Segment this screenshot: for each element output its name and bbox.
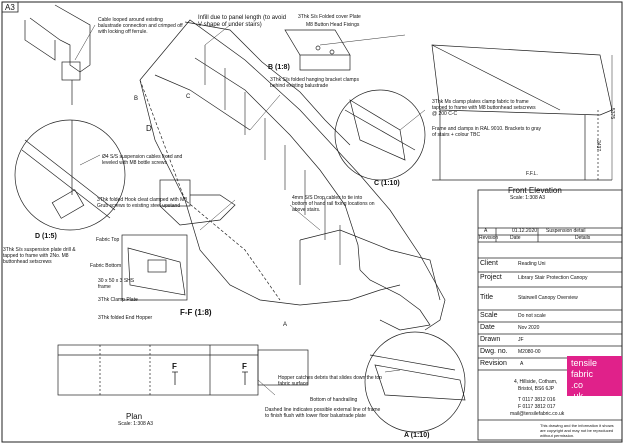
logo-line-1: tensile [571, 358, 598, 368]
note-cable-loop: Cable looped around existing balustrade … [98, 17, 183, 35]
note-shs: 30 x 50 x 3 SHS frame [98, 278, 135, 290]
title-block-frame [477, 189, 623, 441]
note-dashed-line: Dashed line indicates possible external … [265, 407, 381, 419]
logo-line-4: .uk [571, 391, 584, 401]
note-fabric-bottom: Fabric Bottom [90, 263, 122, 269]
project-label: Project [480, 274, 502, 281]
email: mail@tensilefabric.co.uk [510, 411, 565, 417]
tel: T 0117 3812 016 [518, 397, 556, 403]
rev-header-details: Details [575, 235, 591, 241]
note-fabric-top: Fabric Top [96, 237, 120, 243]
title-value: Stairwell Canopy Overview [518, 295, 578, 301]
note-hanging-bracket: 3Thk S/s folded hanging bracket clamps b… [270, 77, 359, 89]
sheet-size-box [1, 1, 19, 13]
copyright-note: This drawing and the information it show… [540, 423, 614, 438]
plan-scale: Scale: 1:308 A3 [118, 421, 154, 427]
mark-c: C [186, 94, 191, 100]
scale-label: Scale [480, 312, 498, 319]
rev-row-details: Suspension detail [546, 228, 586, 234]
note-cover-plate: 3Thk S/s Folded cover Plate [298, 14, 361, 20]
rev-header-date: Date [510, 235, 521, 241]
front-elevation-scale: Scale: 1:308 A3 [510, 195, 546, 201]
detail-d-label: D (1:5) [35, 233, 57, 240]
detail-c-label: C (1:10) [374, 180, 400, 187]
rev-row-date: 01.12.2020 [512, 228, 538, 234]
logo-line-2: fabric [571, 369, 594, 379]
note-clamp-plate: 3Thk Clamp Plate [98, 297, 138, 303]
rev-row-rev: A [484, 228, 488, 234]
fax: F 0117 3812 017 [518, 404, 556, 410]
drawn-value: JF [518, 337, 524, 343]
note-ss-suspension: Ø4 S/S suspension cables fixed and level… [102, 154, 183, 166]
mark-a: A [283, 322, 288, 328]
mark-b: B [134, 96, 139, 102]
scale-value: Do not scale [518, 313, 546, 319]
note-handrail: Bottom of handrailing [310, 397, 358, 403]
client-value: Reading Uni [518, 261, 546, 267]
note-infill: Infill due to panel length (to avoid V s… [198, 15, 287, 28]
revision-label: Revision [480, 360, 507, 367]
date-value: Nov 2020 [518, 325, 540, 331]
note-button-head: M8 Button Head Fixings [306, 22, 360, 28]
mark-f-2: F [242, 362, 247, 371]
dim-2437: 2437 [595, 140, 601, 152]
dwg-label: Dwg. no. [480, 348, 508, 355]
plan-frame [57, 344, 259, 396]
note-hopper: Hopper catches debris that slides down t… [278, 375, 382, 387]
detail-b-label: B (1:8) [268, 64, 290, 71]
note-hook-cleat: 3Thk folded Hook cleat clamped with M8 G… [97, 197, 188, 209]
logo-line-3: .co [571, 380, 584, 390]
note-ms-clamp: 3Thk Ms clamp plates clamp fabric to fra… [432, 99, 536, 117]
project-value: Library Stair Protection Canopy [518, 275, 588, 281]
detail-d-circle [14, 119, 126, 231]
dim-5375: 5375 [609, 108, 615, 120]
sheet-size: A3 [5, 3, 15, 12]
stair-outline-bottom [139, 79, 401, 306]
address-line2: Bristol, BS6 6JP [518, 386, 555, 392]
note-drop-cables: 4mm S/S Drop cables to tie into bottom o… [292, 195, 375, 213]
client-label: Client [480, 260, 498, 267]
detail-a-label: A (1:10) [404, 432, 430, 439]
plan-title: Plan [126, 412, 143, 421]
mark-f-1: F [172, 362, 177, 371]
revision-value: A [520, 361, 524, 367]
date-label: Date [480, 324, 495, 331]
stair-outline-top [139, 19, 446, 331]
drawn-label: Drawn [480, 336, 501, 343]
title-label: Title [480, 294, 493, 301]
note-ral: Frame and clamps in RAL 9010. Brackets t… [432, 126, 542, 138]
address-line1: 4, Hillside, Cotham, [514, 379, 558, 385]
detail-c-circle [334, 89, 426, 181]
company-logo: tensile fabric .co .uk [567, 356, 622, 401]
front-elevation-title: Front Elevation [508, 186, 562, 195]
ffl-label: F.F.L. [526, 171, 538, 177]
section-ff-label: F-F (1:8) [180, 308, 212, 317]
mark-d: D [146, 124, 152, 133]
rev-header-rev: Revision [479, 235, 499, 241]
dwg-value: M2080-00 [518, 349, 541, 355]
note-suspension-plate: 3Thk S/s suspension plate drill & tapped… [3, 247, 76, 265]
detail-a-circle [364, 331, 466, 433]
note-end-hopper: 3Thk folded End Hopper [98, 315, 153, 321]
elevation-canopy [431, 44, 613, 116]
